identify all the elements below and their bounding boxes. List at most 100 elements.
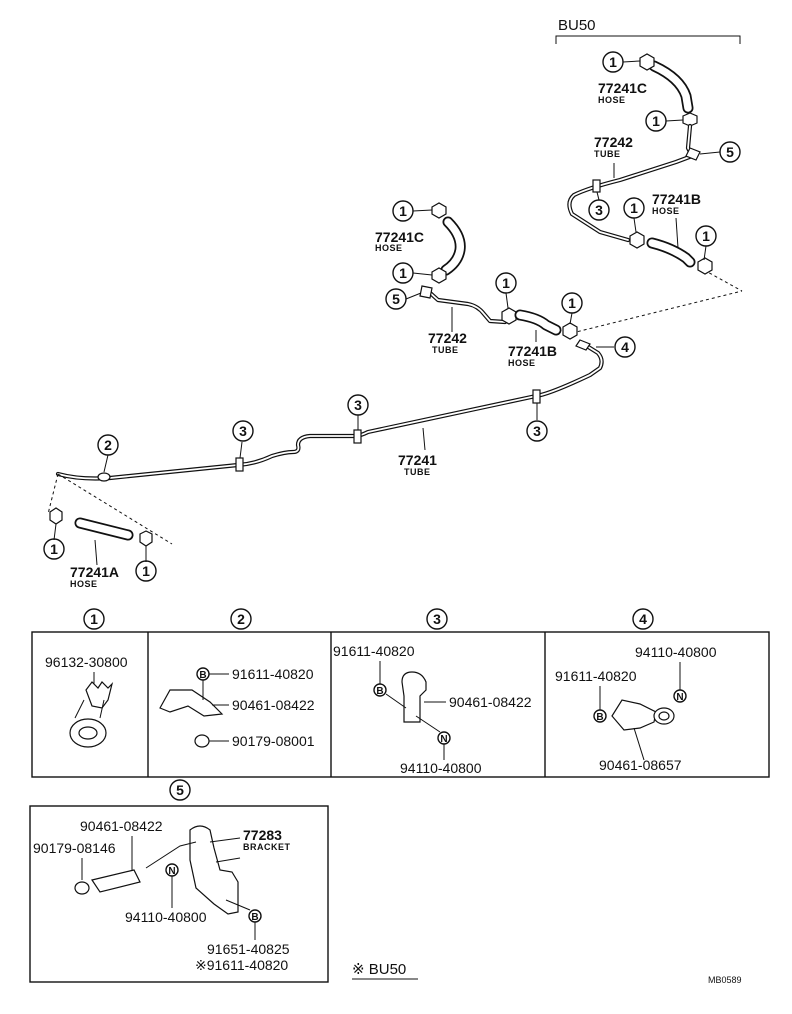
- d2-bolt: 91611-40820: [232, 666, 314, 682]
- d2-grommet: 90179-08001: [232, 733, 315, 749]
- hose-77241c-mid-number: 77241C: [375, 229, 424, 245]
- bracket-5-top: [685, 147, 701, 161]
- ref-1-mid2: 1: [392, 262, 414, 284]
- tube-77242-mid: [425, 288, 508, 325]
- hose-clip-b-mid1: [501, 307, 517, 325]
- clamp-3c: [532, 389, 541, 404]
- d5-bolt-alt: ※91611-40820: [195, 957, 288, 973]
- svg-text:1: 1: [702, 228, 710, 244]
- hose-77241c-top-name: HOSE: [598, 95, 626, 105]
- detail-2: B 91611-40820 90461-08422 90179-08001: [159, 666, 315, 749]
- d4-bolt: 91611-40820: [555, 668, 637, 684]
- svg-text:3: 3: [533, 423, 541, 439]
- detail-1-part: 96132-30800: [45, 654, 128, 670]
- ref-3-c: 3: [526, 420, 548, 442]
- detail-row-frame: [31, 631, 770, 778]
- hose-clip-c-top2: [682, 112, 698, 127]
- detail-header-4: 4: [632, 608, 654, 630]
- ref-1-mid1: 1: [392, 200, 414, 222]
- clamp-3a: [235, 457, 244, 472]
- d5-bolt: 91651-40825: [207, 941, 290, 957]
- ref-2-main: 2: [97, 434, 119, 456]
- hose-clip-b-mid2: [562, 322, 578, 340]
- tube-77241-name: TUBE: [404, 467, 431, 477]
- svg-text:1: 1: [399, 265, 407, 281]
- clamp-3b: [353, 429, 362, 444]
- ref-1-top3: 1: [623, 197, 645, 219]
- main-tube-77241: [55, 340, 604, 481]
- d2-grommet-shape: [194, 734, 210, 748]
- hose-77241b-mid: [514, 309, 562, 336]
- svg-text:1: 1: [652, 113, 660, 129]
- d2-bolt-marker: B: [199, 670, 206, 681]
- ref-1-a2: 1: [135, 560, 157, 582]
- hose-77241b-top-number: 77241B: [652, 191, 701, 207]
- svg-text:2: 2: [104, 437, 112, 453]
- tube-77242-top-name: TUBE: [594, 149, 621, 159]
- variant-label: BU50: [558, 17, 596, 34]
- hose-77241b-top: [646, 237, 696, 268]
- d4-clamp: 90461-08657: [599, 757, 682, 773]
- d2-clamp: 90461-08422: [232, 697, 315, 713]
- ref-4-main: 4: [614, 336, 636, 358]
- svg-text:1: 1: [90, 611, 98, 627]
- ref-1-top1: 1: [602, 51, 624, 73]
- detail-3: 91611-40820 B 90461-08422 N 94110-40800: [333, 643, 532, 776]
- d3-nut-marker: N: [440, 734, 447, 745]
- hose-77241b-top-name: HOSE: [652, 206, 680, 216]
- ref-1-top4: 1: [695, 225, 717, 247]
- hose-77241c-top-number: 77241C: [598, 80, 647, 96]
- clamp-2: [97, 472, 111, 482]
- ref-5-mid: 5: [385, 288, 407, 310]
- d5-grommet: 90179-08146: [33, 840, 116, 856]
- d5-clamp: 90461-08422: [80, 818, 163, 834]
- detail-4: 94110-40800 N 91611-40820 B 90461-08657: [555, 644, 717, 773]
- detail-header-5: 5: [169, 779, 191, 801]
- svg-text:3: 3: [595, 202, 603, 218]
- hose-clip-c-mid1: [431, 202, 447, 219]
- drawing-code: MB0589: [708, 975, 742, 985]
- ref-3-top: 3: [588, 199, 610, 221]
- ref-3-a: 3: [232, 420, 254, 442]
- variant-bracket-line: [555, 35, 741, 44]
- svg-text:3: 3: [354, 397, 362, 413]
- d2-clamp-shape: [159, 689, 224, 717]
- tube-77242-top: [567, 123, 695, 243]
- d5-bracket-shape: [189, 825, 239, 915]
- hose-clip-c-mid2: [431, 267, 447, 284]
- ref-1-a1: 1: [43, 538, 65, 560]
- d4-clamp-shape: [611, 699, 657, 731]
- hose-clip-a1: [49, 507, 63, 525]
- svg-text:5: 5: [392, 291, 400, 307]
- svg-text:5: 5: [726, 144, 734, 160]
- hose-77241b-mid-name: HOSE: [508, 358, 536, 368]
- hose-77241a-number: 77241A: [70, 564, 119, 580]
- svg-text:1: 1: [399, 203, 407, 219]
- detail-5: 90461-08422 90179-08146 77283 BRACKET N …: [33, 818, 290, 973]
- clip-fingers: [85, 681, 114, 709]
- bracket-5-mid: [419, 285, 433, 299]
- svg-text:1: 1: [142, 563, 150, 579]
- hose-77241c-mid: [440, 216, 466, 276]
- hose-77241b-mid-number: 77241B: [508, 343, 557, 359]
- svg-text:4: 4: [621, 339, 629, 355]
- d3-bolt-marker: B: [376, 686, 383, 697]
- detail-header-2: 2: [230, 608, 252, 630]
- ref-1-mid3: 1: [495, 272, 517, 294]
- svg-text:3: 3: [433, 611, 441, 627]
- detail-header-1: 1: [83, 608, 105, 630]
- d5-clamp-shape: [91, 869, 141, 893]
- d3-nut: 94110-40800: [400, 760, 482, 776]
- clamp-4: [575, 339, 591, 351]
- detail-1: 96132-30800: [45, 654, 128, 748]
- d3-bolt: 91611-40820: [333, 643, 415, 659]
- ref-1-mid4: 1: [561, 292, 583, 314]
- svg-text:1: 1: [609, 54, 617, 70]
- tube-77242-mid-name: TUBE: [432, 345, 459, 355]
- ref-1-top2: 1: [645, 110, 667, 132]
- d5-bracket-number: 77283: [243, 827, 282, 843]
- hose-clip-b-top2: [697, 257, 713, 275]
- hose-77241a-name: HOSE: [70, 579, 98, 589]
- ref-5-top: 5: [719, 141, 741, 163]
